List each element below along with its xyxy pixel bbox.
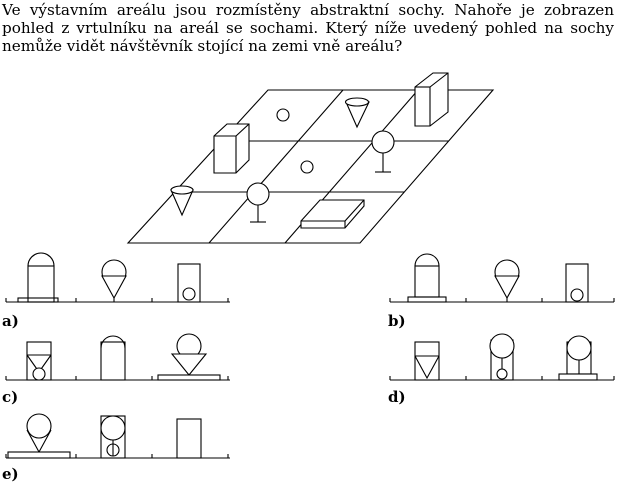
ball-on-pole-sculpture-middle: [246, 182, 270, 223]
option-d-view: [389, 333, 615, 381]
option-b-label[interactable]: b): [388, 312, 406, 330]
cone-sculpture-left: [170, 185, 194, 217]
option-b-view: [389, 253, 615, 303]
cube-sculpture-top: [414, 72, 449, 127]
option-a-view: [5, 252, 230, 303]
ball-cone-slab: [7, 413, 71, 459]
option-d-label[interactable]: d): [388, 388, 406, 406]
option-a-label[interactable]: a): [2, 312, 19, 330]
option-e-label[interactable]: e): [2, 465, 19, 483]
ball-from-above: [300, 160, 314, 174]
ball-on-pole-sculpture-right: [371, 130, 395, 173]
ball-on-slab: [558, 335, 598, 381]
grid-line: [208, 89, 344, 244]
flat-slab-sculpture: [300, 199, 365, 229]
cube-cone-ball: [26, 341, 52, 381]
cube-ball-pole: [489, 333, 515, 381]
question-text: Ve výstavním areálu jsou rozmístěny abst…: [2, 1, 614, 55]
ball-and-cone: [101, 259, 127, 302]
cube-with-cone: [414, 341, 440, 381]
cube-ball-front: [565, 263, 589, 303]
cube-with-ball-behind: [27, 252, 55, 303]
option-e-view: [5, 413, 230, 459]
cube-ball-front: [100, 415, 126, 459]
slab-sideview: [17, 297, 59, 303]
aerial-view-map: [126, 72, 495, 244]
ball-cone-slab: [157, 333, 221, 381]
option-c-label[interactable]: c): [2, 388, 19, 406]
option-c-view: [5, 333, 230, 381]
plain-cube: [176, 418, 202, 459]
cube-sculpture-left: [213, 123, 250, 174]
cube-ball-behind: [100, 335, 126, 381]
cube-ball-front: [177, 263, 201, 303]
cone-sculpture-top: [344, 97, 370, 129]
cube-with-ball-behind: [407, 253, 447, 303]
ball-from-above: [276, 108, 290, 122]
ball-and-cone: [494, 259, 520, 302]
